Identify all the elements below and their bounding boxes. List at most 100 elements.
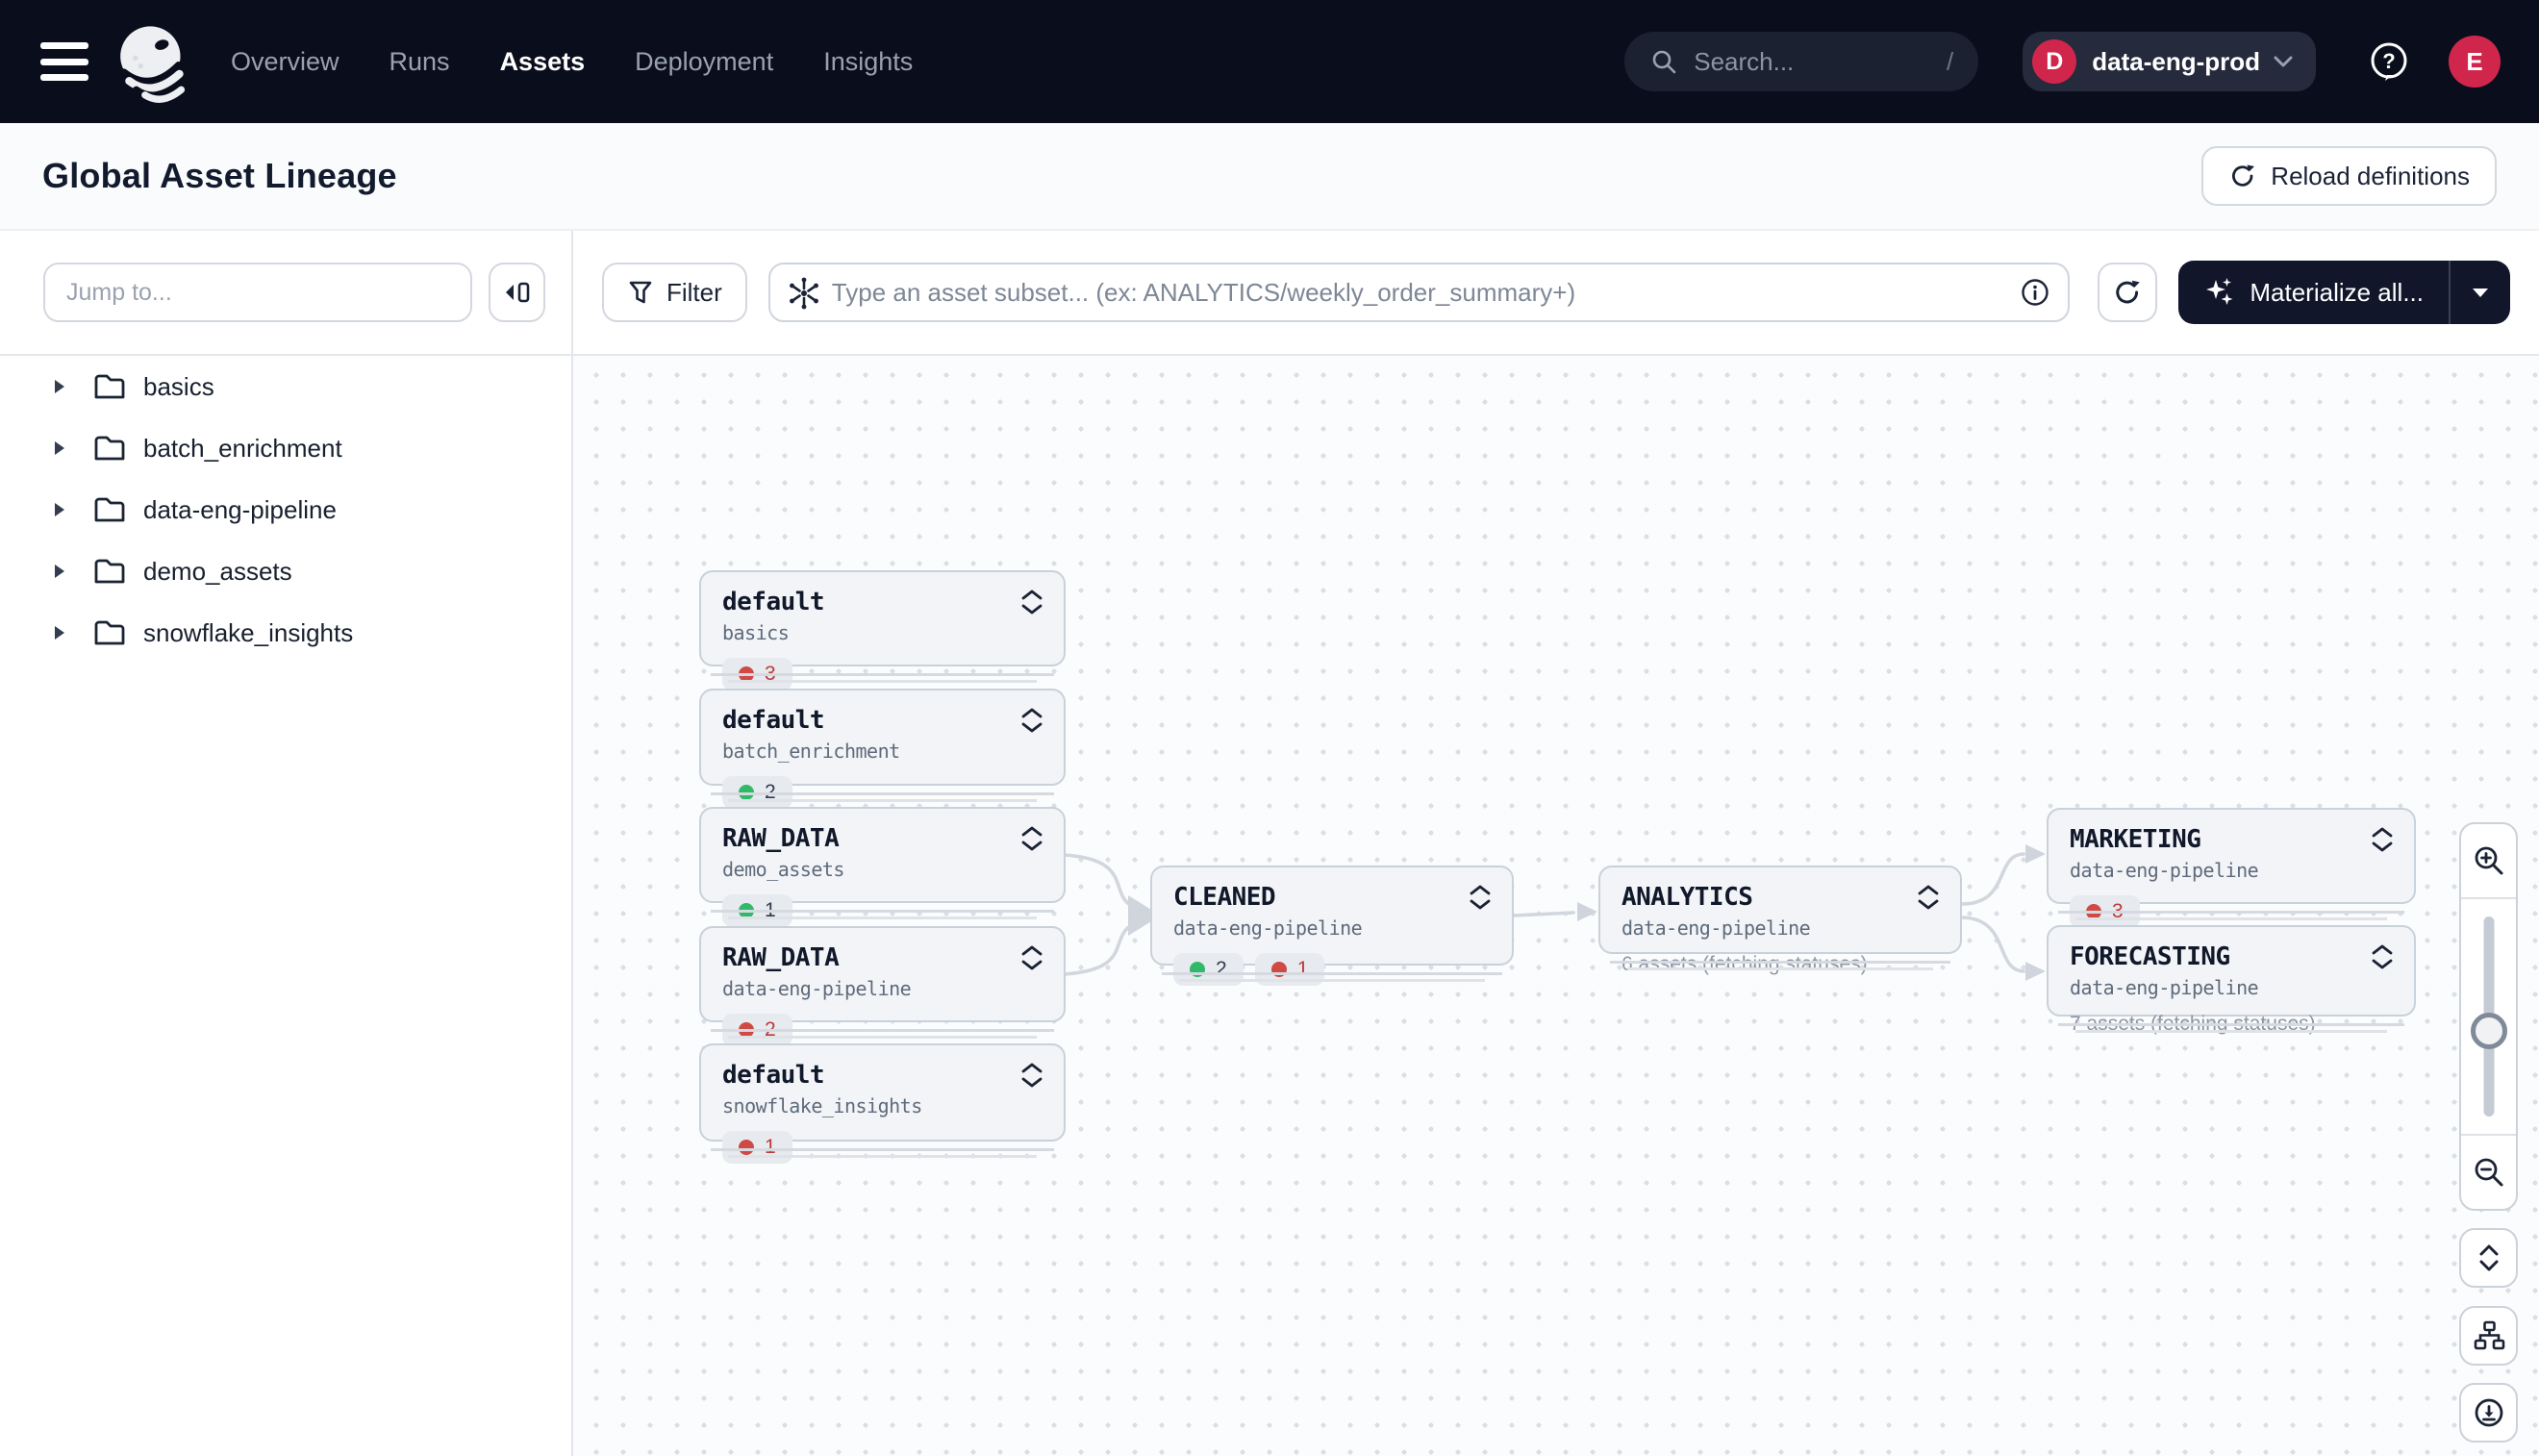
asset-subset-input[interactable] <box>767 263 2071 322</box>
zoom-control-panel <box>2459 822 2518 1211</box>
filter-icon <box>629 281 652 304</box>
unfold-icon[interactable] <box>2372 944 2393 969</box>
node-group-name: basics <box>722 621 790 644</box>
node-group-name: data-eng-pipeline <box>722 977 912 1000</box>
asset-group-node-rawdata-data-eng-pipeline[interactable]: RAW_DATA data-eng-pipeline 2 <box>699 926 1066 1046</box>
zoom-slider-handle[interactable] <box>2470 1013 2507 1049</box>
refresh-graph-button[interactable] <box>2098 263 2158 322</box>
folder-icon <box>92 371 127 402</box>
unfold-icon[interactable] <box>1021 590 1043 615</box>
panel-collapse-icon <box>505 282 529 303</box>
nav-assets[interactable]: Assets <box>499 46 586 76</box>
filter-label: Filter <box>666 277 722 307</box>
jump-row <box>0 231 571 356</box>
expand-collapse-all-button[interactable] <box>2459 1228 2518 1288</box>
svg-text:?: ? <box>2382 49 2395 73</box>
sidebar-item-label: data-eng-pipeline <box>143 494 337 524</box>
nav-insights[interactable]: Insights <box>823 46 914 76</box>
relayout-graph-button[interactable] <box>2459 1306 2518 1366</box>
collapse-sidebar-button[interactable] <box>489 263 545 322</box>
asset-group-node-marketing[interactable]: MARKETING data-eng-pipeline 3 <box>2047 808 2416 928</box>
search-shortcut-hint: / <box>1947 46 1954 76</box>
caret-right-icon[interactable] <box>52 379 67 394</box>
org-chart-icon <box>2474 1320 2504 1350</box>
refresh-icon <box>2116 280 2141 304</box>
help-icon[interactable]: ? <box>2368 40 2410 83</box>
unfold-icon[interactable] <box>2372 827 2393 852</box>
page-header: Global Asset Lineage Reload definitions <box>0 123 2539 231</box>
zoom-slider[interactable] <box>2461 899 2516 1134</box>
node-group-name: demo_assets <box>722 858 844 881</box>
deployment-badge: D <box>2032 39 2077 84</box>
asset-group-node-rawdata-demo-assets[interactable]: RAW_DATA demo_assets 1 <box>699 807 1066 927</box>
node-title: RAW_DATA <box>722 824 840 853</box>
download-icon <box>2475 1398 2502 1427</box>
node-title: default <box>722 1061 825 1090</box>
caret-right-icon[interactable] <box>52 625 67 640</box>
status-count: 2 <box>1216 958 1227 980</box>
global-search-input[interactable]: Search... / <box>1624 32 1979 91</box>
primary-nav: Overview Runs Assets Deployment Insights <box>231 47 913 77</box>
caret-right-icon[interactable] <box>52 440 67 456</box>
materialize-all-label: Materialize all... <box>2250 277 2424 307</box>
lineage-edges <box>1063 844 2046 981</box>
unfold-icon[interactable] <box>1918 885 1939 910</box>
materialize-all-button[interactable]: Materialize all... <box>2178 261 2449 324</box>
sidebar-item-batch-enrichment[interactable]: batch_enrichment <box>0 417 571 479</box>
reload-definitions-label: Reload definitions <box>2271 161 2470 190</box>
search-icon <box>1652 50 1676 74</box>
node-group-name: data-eng-pipeline <box>2070 976 2259 999</box>
zoom-in-button[interactable] <box>2461 824 2516 899</box>
user-avatar[interactable]: E <box>2449 36 2501 88</box>
node-group-name: data-eng-pipeline <box>1621 916 1811 940</box>
unfold-icon[interactable] <box>1021 826 1043 851</box>
deployment-switcher[interactable]: D data-eng-prod <box>2023 32 2316 91</box>
sidebar-item-snowflake-insights[interactable]: snowflake_insights <box>0 602 571 664</box>
asset-group-node-cleaned[interactable]: CLEANED data-eng-pipeline 2 1 <box>1150 866 1514 986</box>
dagster-logo-icon[interactable] <box>112 19 196 104</box>
sidebar-item-label: demo_assets <box>143 556 292 586</box>
unfold-icon[interactable] <box>1021 708 1043 733</box>
caret-right-icon[interactable] <box>52 502 67 517</box>
node-title: default <box>722 588 825 616</box>
nav-runs[interactable]: Runs <box>389 46 450 76</box>
asset-group-tree: basics batch_enrichment data-eng-pipelin… <box>0 356 571 664</box>
asset-group-node-forecasting[interactable]: FORECASTING data-eng-pipeline 7 assets (… <box>2047 925 2416 1035</box>
reload-definitions-button[interactable]: Reload definitions <box>2201 146 2497 206</box>
sidebar-item-data-eng-pipeline[interactable]: data-eng-pipeline <box>0 479 571 540</box>
download-image-button[interactable] <box>2459 1383 2518 1443</box>
sidebar-item-label: batch_enrichment <box>143 433 342 463</box>
menu-icon[interactable] <box>40 42 88 81</box>
jump-to-input[interactable] <box>43 263 473 322</box>
node-status-text: 6 assets (fetching statuses) <box>1621 953 1868 975</box>
asset-group-node-analytics[interactable]: ANALYTICS data-eng-pipeline 6 assets (fe… <box>1598 866 1962 975</box>
node-title: ANALYTICS <box>1621 883 1753 912</box>
materialize-options-button[interactable] <box>2449 261 2510 324</box>
sidebar-item-demo-assets[interactable]: demo_assets <box>0 540 571 602</box>
unfold-icon[interactable] <box>1470 885 1491 910</box>
unfold-icon[interactable] <box>1021 945 1043 970</box>
search-placeholder: Search... <box>1694 46 1795 76</box>
asset-group-node-default-batch-enrichment[interactable]: default batch_enrichment 2 <box>699 689 1066 809</box>
sparkles-icon <box>2206 278 2233 305</box>
unfold-icon[interactable] <box>1021 1063 1043 1088</box>
node-group-name: snowflake_insights <box>722 1094 922 1117</box>
caret-right-icon[interactable] <box>52 564 67 579</box>
status-dot <box>739 1140 754 1155</box>
status-badge: 1 <box>722 1131 792 1164</box>
asset-group-node-default-snowflake-insights[interactable]: default snowflake_insights 1 <box>699 1043 1066 1164</box>
chevron-down-icon <box>2274 56 2293 67</box>
node-title: MARKETING <box>2070 825 2201 854</box>
nav-overview[interactable]: Overview <box>231 46 339 76</box>
node-title: default <box>722 706 825 735</box>
lineage-canvas[interactable]: default basics 3 default <box>573 356 2539 1456</box>
sidebar-item-basics[interactable]: basics <box>0 356 571 417</box>
asset-group-node-default-basics[interactable]: default basics 3 <box>699 570 1066 690</box>
folder-icon <box>92 494 127 525</box>
nav-deployment[interactable]: Deployment <box>635 46 774 76</box>
sidebar-item-label: basics <box>143 371 214 401</box>
zoom-out-button[interactable] <box>2461 1134 2516 1209</box>
filter-button[interactable]: Filter <box>602 263 747 322</box>
nav-right-group: Search... / D data-eng-prod ? E <box>1624 32 2501 91</box>
info-icon[interactable] <box>2020 277 2050 308</box>
